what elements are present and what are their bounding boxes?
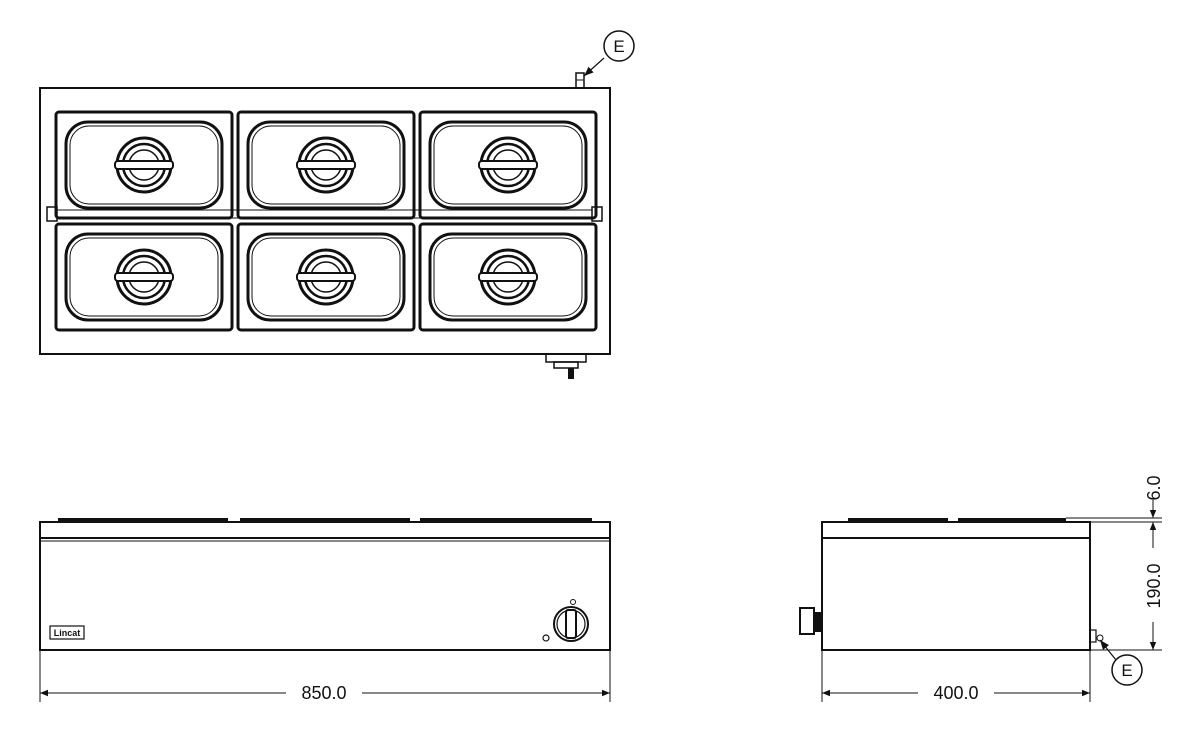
callout-label-top: E xyxy=(613,37,624,56)
callout-e-side: E xyxy=(1099,639,1143,686)
lid-handle-icon xyxy=(478,136,538,194)
pan-1-3 xyxy=(418,110,598,220)
side-knob-profile xyxy=(799,607,822,635)
callout-label-side: E xyxy=(1121,661,1132,680)
lid-handle-icon xyxy=(114,248,174,306)
lid-handle-icon xyxy=(296,248,356,306)
element-connector-top xyxy=(575,72,585,89)
indicator-light xyxy=(542,634,550,642)
lid-handle-icon xyxy=(114,136,174,194)
dimension-depth: 400.0 xyxy=(821,650,1091,703)
lid-handle-icon xyxy=(478,248,538,306)
dimension-lid-label: 6.0 xyxy=(1144,475,1164,500)
dimension-depth-label: 400.0 xyxy=(933,683,978,703)
dimension-height: 6.0 190.0 xyxy=(1066,475,1164,651)
dimension-height-label: 190.0 xyxy=(1144,563,1164,608)
side-view: E 400.0 6.0 190.0 xyxy=(799,475,1164,703)
front-lid-band xyxy=(39,521,611,539)
top-view-outline xyxy=(39,87,611,355)
brand-badge: Lincat xyxy=(49,625,85,640)
gastronorm-pans xyxy=(54,110,598,332)
top-view: E xyxy=(39,30,635,379)
pan-2-3 xyxy=(418,222,598,332)
dimension-width: 850.0 xyxy=(39,650,611,703)
pan-2-1 xyxy=(54,222,234,332)
pan-2-2 xyxy=(236,222,416,332)
front-view: Lincat 850.0 xyxy=(39,518,611,703)
side-lid-band xyxy=(821,521,1091,539)
dimension-width-label: 850.0 xyxy=(301,683,346,703)
front-body xyxy=(39,537,611,651)
pan-1-1 xyxy=(54,110,234,220)
lid-handle-icon xyxy=(296,136,356,194)
power-connector-bottom xyxy=(545,353,587,379)
callout-e-top: E xyxy=(583,30,635,77)
brand-logo-text: Lincat xyxy=(54,628,81,638)
side-body xyxy=(821,537,1091,651)
pan-1-2 xyxy=(236,110,416,220)
side-connector xyxy=(1089,629,1104,643)
control-knob xyxy=(542,599,589,642)
